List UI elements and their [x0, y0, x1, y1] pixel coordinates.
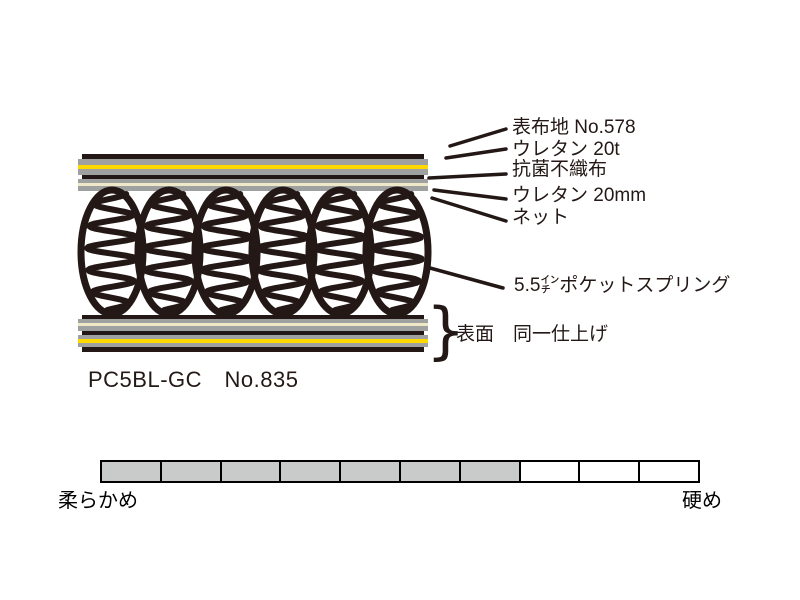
hardness-segment — [161, 462, 222, 481]
layer-bot-urethane-20t-b — [78, 343, 428, 347]
hardness-segment — [281, 462, 342, 481]
layer-bot-cream-stripe — [78, 323, 428, 326]
spring-pocket — [362, 186, 432, 318]
layer-top-cream-stripe — [78, 183, 428, 186]
leader-line — [432, 188, 508, 201]
spring-coil — [312, 191, 368, 313]
spring-coil — [198, 191, 254, 313]
layer-top-yellow-stripe — [78, 165, 428, 169]
hardness-label-soft: 柔らかめ — [58, 490, 138, 512]
hardness-segment — [221, 462, 282, 481]
hardness-segment — [341, 462, 401, 481]
layer-bot-nonwoven — [82, 331, 424, 335]
layer-bot-net — [82, 315, 424, 319]
layer-bot-urethane-20mm-b — [78, 326, 428, 331]
spring-pocket — [134, 186, 204, 318]
layer-bot-urethane-20mm — [78, 319, 428, 323]
layer-top-fabric — [82, 154, 424, 159]
hardness-bar — [100, 460, 700, 483]
spring-pocket — [191, 186, 261, 318]
brace-glyph: } — [426, 294, 466, 367]
hardness-segment — [520, 462, 581, 481]
leader-line — [427, 172, 508, 180]
label-surface-finish: 表面 同一仕上げ — [456, 324, 609, 345]
hardness-segment — [580, 462, 641, 481]
leader-line — [428, 266, 505, 290]
hardness-segment — [460, 462, 521, 481]
layer-bot-yellow-stripe — [78, 339, 428, 343]
leader-line — [448, 127, 508, 148]
layer-top-urethane-20t-b — [78, 169, 428, 175]
layer-bot-fabric — [82, 347, 424, 352]
spring-coil — [369, 191, 425, 313]
hardness-label-hard: 硬め — [682, 490, 722, 512]
hardness-segment — [102, 462, 162, 481]
leader-line — [430, 196, 508, 223]
product-code-label: PC5BL-GC No.835 — [88, 367, 299, 392]
layer-bot-urethane-20t — [78, 335, 428, 339]
layer-top-nonwoven — [82, 175, 424, 179]
label-urethane-20t: ウレタン 20t — [512, 139, 620, 160]
hardness-segment — [640, 462, 698, 481]
layer-top-urethane-20mm-b — [78, 186, 428, 191]
top-layer-stack — [78, 154, 428, 191]
spring-pocket — [248, 186, 318, 318]
hardness-segment — [400, 462, 461, 481]
spring-coil — [255, 191, 311, 313]
spring-coil — [84, 191, 140, 313]
layer-top-urethane-20t — [78, 159, 428, 165]
layer-top-urethane-20mm — [78, 179, 428, 183]
spring-coil — [141, 191, 197, 313]
bottom-layer-stack — [78, 315, 428, 352]
spring-pocket — [305, 186, 375, 318]
leader-line — [444, 147, 508, 160]
label-pocket-spring: 5.5㌅ポケットスプリング — [514, 275, 731, 296]
label-nonwoven: 抗菌不織布 — [512, 159, 608, 180]
label-fabric: 表布地 No.578 — [512, 117, 636, 138]
label-urethane-20mm: ウレタン 20mm — [512, 185, 647, 206]
spring-pocket — [77, 186, 147, 318]
label-net: ネット — [512, 207, 570, 228]
